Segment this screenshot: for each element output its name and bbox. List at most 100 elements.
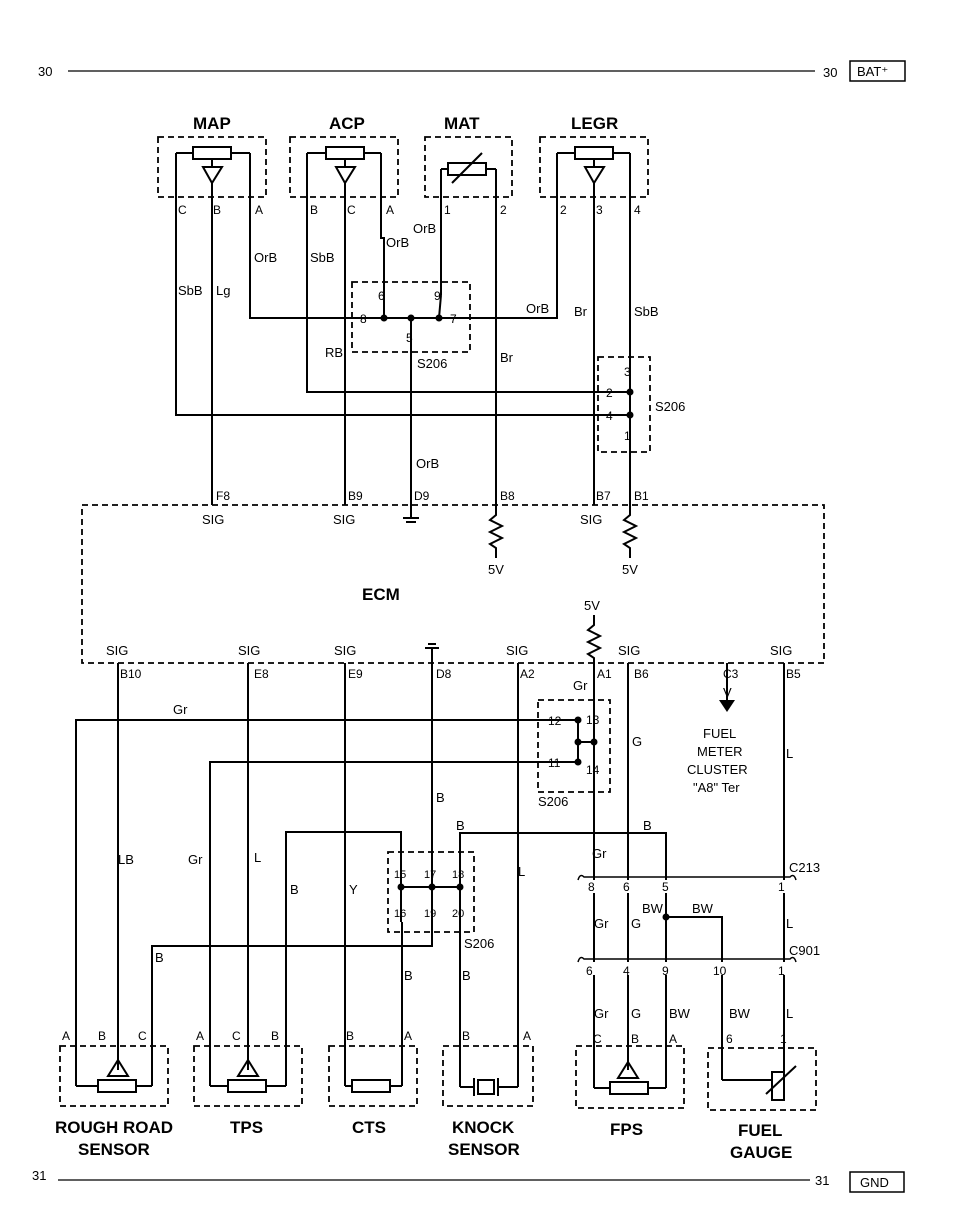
fps-pin-b: B <box>631 1032 639 1046</box>
ecm-module: ECM F8 SIG B9 SIG D9 B8 B7 SIG B1 5V 5V … <box>81 489 825 700</box>
wire-br-legr: Br <box>574 304 588 319</box>
ecm-pin-e8: E8 <box>254 667 269 681</box>
wire-bw-mid2: BW <box>692 901 714 916</box>
fps-pin-a: A <box>669 1032 677 1046</box>
fps-pin-c: C <box>593 1032 602 1046</box>
mat-pin-1: 1 <box>444 203 451 217</box>
legr-pin-2: 2 <box>560 203 567 217</box>
map-pin-a: A <box>255 203 263 217</box>
c901-pin-9: 9 <box>662 964 669 978</box>
cluster-line-2: METER <box>697 744 743 759</box>
cluster-line-3: CLUSTER <box>687 762 748 777</box>
ecm-sig-b7: SIG <box>580 512 602 527</box>
ecm-pin-d8: D8 <box>436 667 452 681</box>
ecm-pin-e9: E9 <box>348 667 363 681</box>
ecm-5v-b1: 5V <box>622 562 638 577</box>
wire-gr-c213: Gr <box>592 846 607 861</box>
wire-br-mat: Br <box>500 350 514 365</box>
page-ref-top-right: 30 <box>823 65 837 80</box>
wire-bw-mid: BW <box>642 901 664 916</box>
gnd-rail: 31 31 GND <box>32 1168 905 1193</box>
wire-l-tps: L <box>254 850 261 865</box>
legr-pin-3: 3 <box>596 203 603 217</box>
wire-gr-tps: Gr <box>188 852 203 867</box>
ecm-pin-f8: F8 <box>216 489 230 503</box>
gnd-label: GND <box>860 1175 889 1190</box>
s206-top-pin-5: 5 <box>406 331 413 345</box>
cts-pin-a: A <box>404 1029 412 1043</box>
s206-mid-pin-12: 12 <box>548 714 562 728</box>
knock-pin-a: A <box>523 1029 531 1043</box>
wire-orb-legr: OrB <box>526 301 549 316</box>
s206-bot-label: S206 <box>464 936 494 951</box>
wire-b-18: B <box>456 818 465 833</box>
s206-top-pin-6: 6 <box>378 289 385 303</box>
s206-right-pin-3: 3 <box>624 365 631 379</box>
splice-s206-mid: 12 13 11 14 S206 <box>537 699 611 809</box>
s206-bot-pin-17: 17 <box>424 869 436 881</box>
ecm-5v-b8: 5V <box>488 562 504 577</box>
c901-pin-10: 10 <box>713 964 727 978</box>
wire-l-gauge: L <box>786 1006 793 1021</box>
ecm-pin-a2: A2 <box>520 667 535 681</box>
fps-sensor: C B A FPS <box>575 1032 685 1139</box>
wire-l-b5: L <box>786 746 793 761</box>
acp-pin-a: A <box>386 203 394 217</box>
bat-rail: 30 30 BAT⁺ <box>38 60 906 82</box>
s206-mid-pin-14: 14 <box>586 763 600 777</box>
c213-pin-6: 6 <box>623 880 630 894</box>
wire-orb-acp: OrB <box>386 235 409 250</box>
mat-sensor: MAT 1 2 <box>424 114 513 217</box>
wire-lg-map: Lg <box>216 283 230 298</box>
wire-sbb-legr: SbB <box>634 304 659 319</box>
s206-mid-pin-13: 13 <box>586 713 600 727</box>
mat-title: MAT <box>444 114 480 133</box>
wire-gr-a1: Gr <box>573 678 588 693</box>
wire-lb-rough: LB <box>118 852 134 867</box>
ecm-pin-b6: B6 <box>634 667 649 681</box>
fuel-gauge: 6 1 FUEL GAUGE <box>707 1032 817 1162</box>
c213-pin-1: 1 <box>778 880 785 894</box>
s206-bot-pin-18: 18 <box>452 869 464 881</box>
page-ref-top-left: 30 <box>38 64 52 79</box>
c901-pin-4: 4 <box>623 964 630 978</box>
acp-pin-c: C <box>347 203 356 217</box>
knock-title-1: KNOCK <box>452 1118 515 1137</box>
cluster-line-4: "A8" Ter <box>693 780 740 795</box>
fps-title: FPS <box>610 1120 643 1139</box>
knock-title-2: SENSOR <box>448 1140 520 1159</box>
map-sensor: MAP C B A <box>157 114 267 217</box>
wire-gr-mid: Gr <box>594 916 609 931</box>
ecm-sig-a2: SIG <box>506 643 528 658</box>
mat-pin-2: 2 <box>500 203 507 217</box>
ecm-pin-c3: C3 <box>723 667 739 681</box>
bottom-wires: Gr LB Gr L B Y B B B L B B B Gr G L Gr G… <box>75 662 793 1080</box>
cluster-line-1: FUEL <box>703 726 736 741</box>
ecm-sig-f8: SIG <box>202 512 224 527</box>
ecm-pin-b10: B10 <box>120 667 142 681</box>
ecm-sig-b9: SIG <box>333 512 355 527</box>
c213-pin-8: 8 <box>588 880 595 894</box>
wire-orb-gnd: OrB <box>416 456 439 471</box>
c213-pin-5: 5 <box>662 880 669 894</box>
acp-title: ACP <box>329 114 365 133</box>
c901-pin-1: 1 <box>778 964 785 978</box>
ecm-5v-a1: 5V <box>584 598 600 613</box>
s206-right-pin-1: 1 <box>624 429 631 443</box>
s206-bot-pin-16: 16 <box>394 908 406 920</box>
s206-bot-pin-19: 19 <box>424 908 436 920</box>
connector-c213: 8 6 5 1 C213 <box>577 860 820 894</box>
c901-pin-6: 6 <box>586 964 593 978</box>
ecm-title: ECM <box>362 585 400 604</box>
page-ref-bottom-right: 31 <box>815 1173 829 1188</box>
s206-mid-pin-11: 11 <box>548 756 561 770</box>
c213-label: C213 <box>789 860 820 875</box>
tps-pin-c: C <box>232 1029 241 1043</box>
splice-s206-top: 6 9 8 7 5 S206 <box>351 281 471 371</box>
splice-s206-bottom: 15 17 18 16 19 20 S206 <box>387 851 494 951</box>
ecm-pin-a1: A1 <box>597 667 612 681</box>
legr-pin-4: 4 <box>634 203 641 217</box>
tps-pin-b: B <box>271 1029 279 1043</box>
rough-pin-a: A <box>62 1029 70 1043</box>
